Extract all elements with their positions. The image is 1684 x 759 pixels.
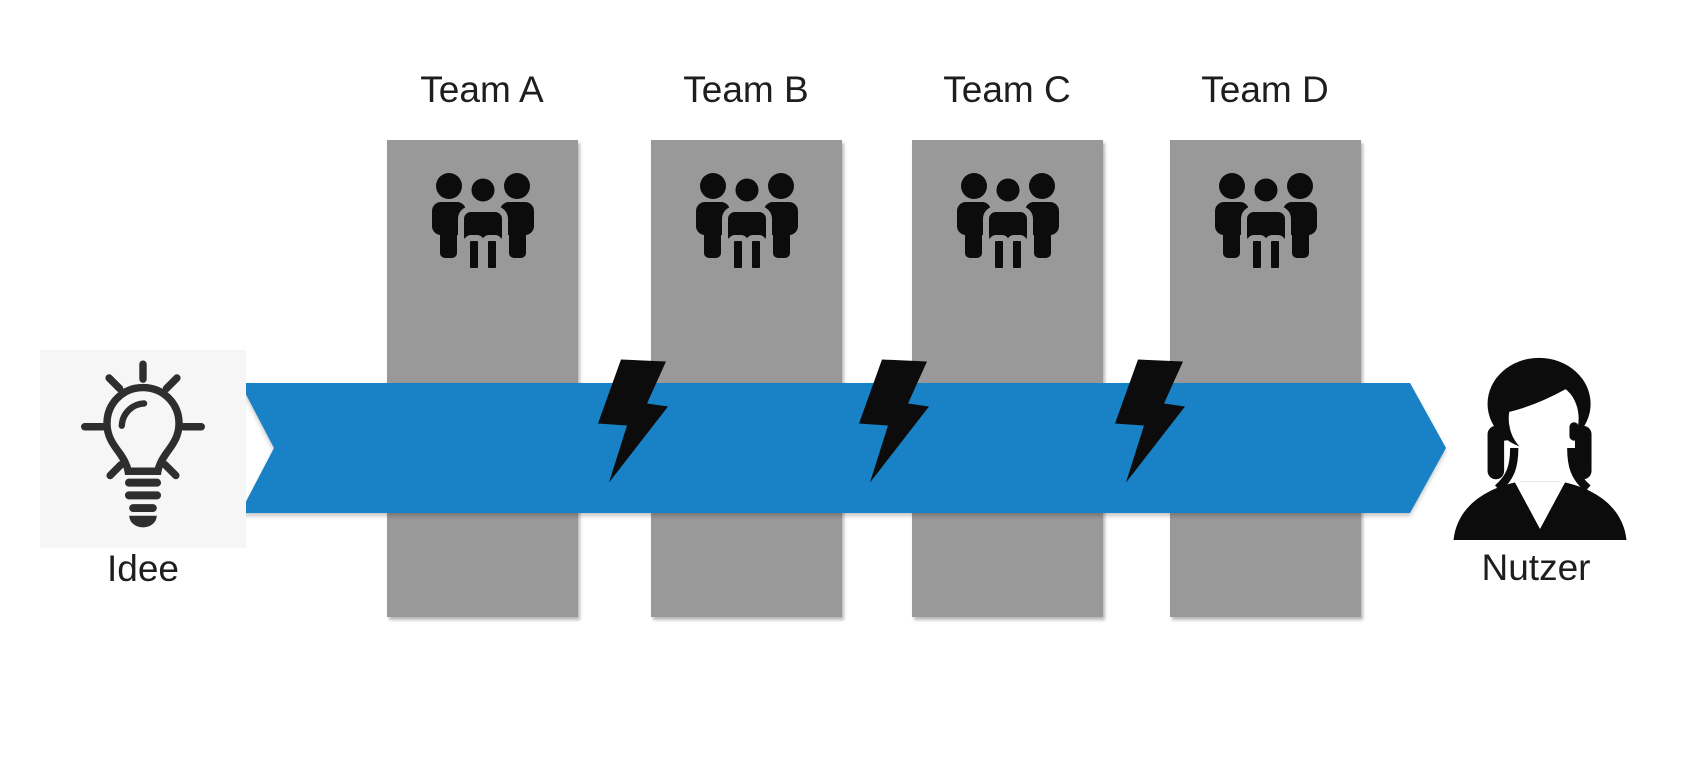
- person-icon: [1453, 357, 1627, 540]
- team-d-column: [1170, 140, 1361, 617]
- team-d-label: Team D: [1201, 69, 1329, 110]
- lightning-bolt-icon: [598, 359, 668, 483]
- lightbulb-icon: [81, 360, 205, 528]
- team-b-label: Team B: [683, 69, 809, 110]
- people-group-icon: [695, 172, 798, 272]
- team-c-column: [912, 140, 1103, 617]
- team-a-column: [387, 140, 578, 617]
- lightning-bolt-icon: [1115, 359, 1185, 483]
- team-a-label: Team A: [420, 69, 544, 110]
- right-arrow-banner: [240, 383, 1446, 513]
- team-b-column: [651, 140, 842, 617]
- idea-label: Idee: [106, 548, 179, 589]
- people-group-icon: [431, 172, 534, 272]
- user-label: Nutzer: [1481, 547, 1591, 588]
- lightning-bolt-icon: [859, 359, 929, 483]
- people-group-icon: [956, 172, 1059, 272]
- people-group-icon: [1214, 172, 1317, 272]
- idea-box: [40, 350, 246, 548]
- team-c-label: Team C: [943, 69, 1071, 110]
